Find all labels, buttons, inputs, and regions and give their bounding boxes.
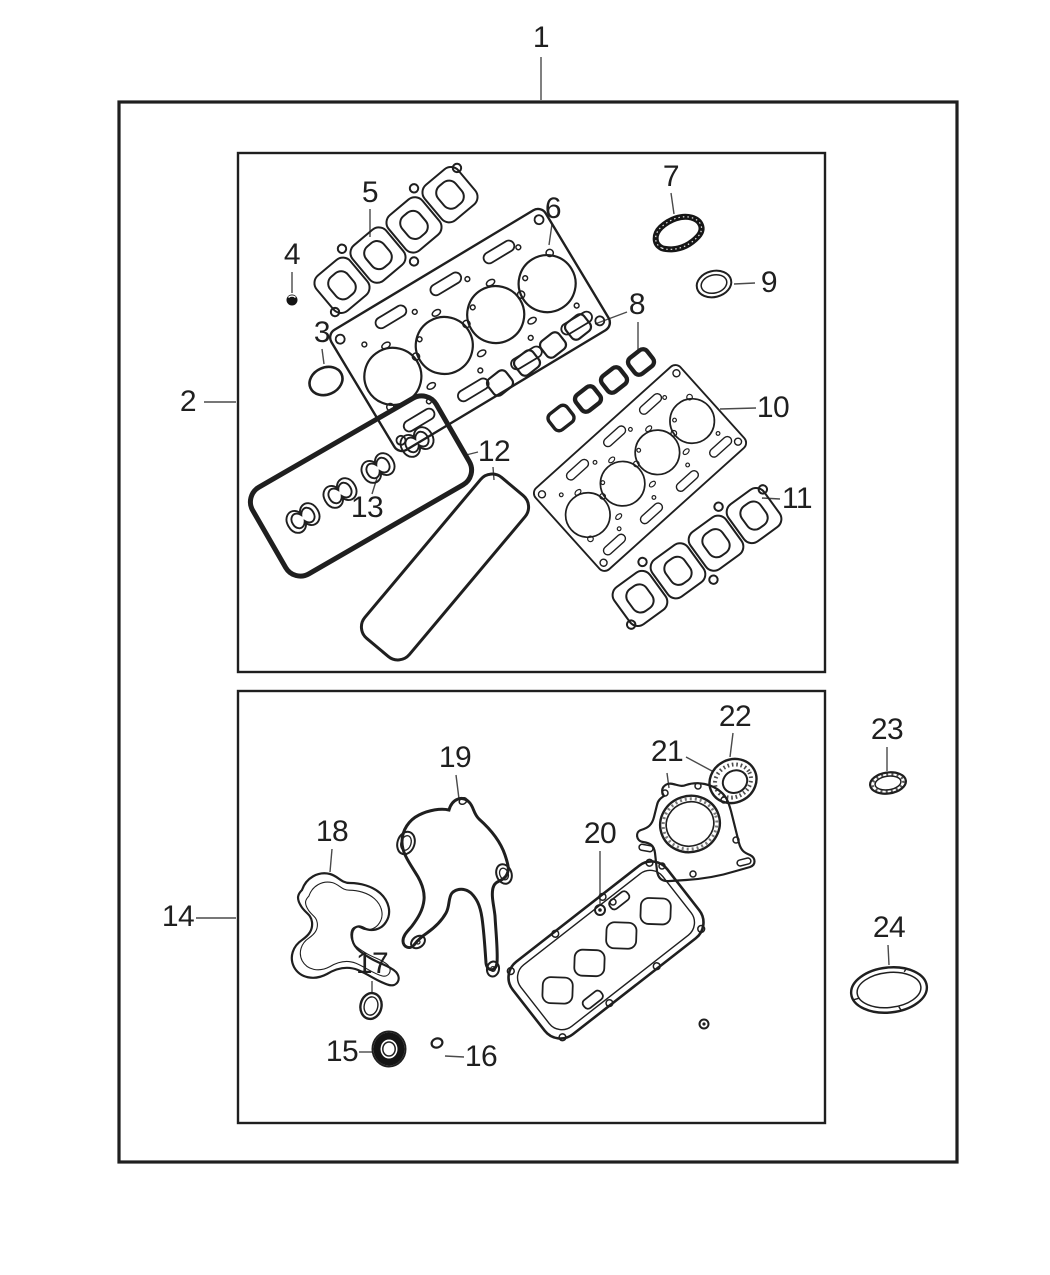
timing-cover-gasket-19 (396, 796, 513, 978)
valve-cover-gasket-13 (247, 393, 475, 579)
outer-kit-box (117, 100, 959, 1164)
callout-17: 17 (355, 947, 389, 980)
callout-18: 18 (315, 815, 349, 848)
callout-24: 24 (872, 911, 906, 944)
seal-ring-23 (869, 771, 907, 795)
exhaust-manifold-gasket-left (299, 151, 493, 329)
leader-lines (196, 57, 890, 1058)
callout-13: 13 (350, 491, 384, 524)
callout-15: 15 (325, 1035, 359, 1068)
callout-22: 22 (718, 700, 752, 733)
cylinder-head-gasket-right (530, 361, 750, 575)
seal-ring-24 (849, 966, 929, 1014)
leader-line-3 (321, 348, 325, 365)
front-crankshaft-seal-15 (371, 1030, 407, 1068)
port-gaskets-8 (483, 310, 656, 435)
oil-pan-bolt (594, 898, 710, 1030)
leader-line-18 (329, 848, 333, 873)
callout-5: 5 (361, 176, 379, 209)
leader-line-24 (887, 944, 890, 966)
cylinder-head-gasket-left (325, 204, 615, 456)
o-ring-16 (430, 1037, 444, 1049)
callout-12: 12 (477, 435, 511, 468)
callout-10: 10 (756, 391, 790, 424)
leader-line-19 (455, 774, 460, 800)
o-ring-seal-9 (695, 269, 733, 299)
leader-line-9 (733, 282, 756, 285)
leader-line-13 (371, 477, 378, 495)
callout-6: 6 (544, 192, 562, 225)
leader-line-21b (685, 756, 713, 772)
leader-line-11 (761, 497, 781, 500)
leader-line-6 (548, 223, 553, 246)
callout-16: 16 (464, 1040, 498, 1073)
callout-2: 2 (179, 385, 197, 418)
leader-line-7 (670, 192, 675, 215)
o-ring-seal-3 (308, 365, 344, 397)
outlet-gasket-7 (652, 213, 705, 253)
callout-23: 23 (870, 713, 904, 746)
leader-line-21a (666, 772, 670, 789)
callout-7: 7 (662, 160, 680, 193)
leader-line-8a (594, 311, 628, 325)
valve-cover-gasket-12 (359, 472, 531, 662)
leader-line-16 (444, 1055, 465, 1058)
o-ring-17 (359, 991, 383, 1021)
upper-gasket-group-box (236, 151, 827, 674)
cup-plug-4 (286, 294, 298, 306)
callout-19: 19 (438, 741, 472, 774)
leader-line-22 (729, 732, 734, 758)
callout-3: 3 (313, 316, 331, 349)
callout-11: 11 (781, 482, 813, 515)
rear-seal-retainer-21 (636, 782, 756, 883)
callout-4: 4 (283, 238, 301, 271)
callout-14: 14 (161, 900, 195, 933)
lower-gasket-group-box (236, 689, 827, 1125)
callout-21: 21 (650, 735, 684, 768)
callout-1: 1 (532, 21, 550, 54)
callout-9: 9 (760, 266, 778, 299)
leader-line-10 (719, 407, 757, 410)
callout-8: 8 (628, 288, 646, 321)
water-pump-gasket-18 (290, 872, 400, 987)
callout-20: 20 (583, 817, 617, 850)
oil-pan-gasket-20 (506, 858, 710, 1042)
